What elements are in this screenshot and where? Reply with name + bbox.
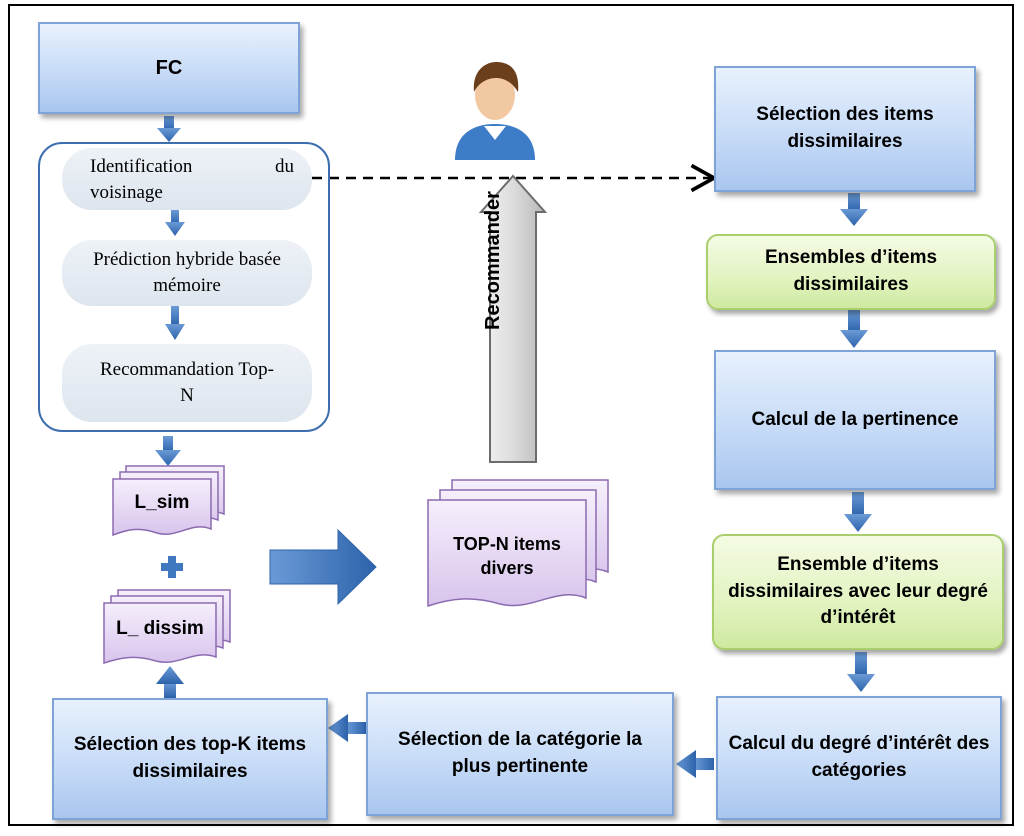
- ensembles-items-box: Ensembles d’items dissimilaires: [706, 234, 996, 310]
- arrow-identification-to-prediction: [165, 210, 185, 236]
- fc-label: FC: [155, 56, 183, 79]
- lsim-label: L_sim: [134, 492, 190, 513]
- identification-pill: Identification du voisinage: [62, 148, 312, 210]
- selection-topk-box: Sélection des top-K items dissimilaires: [52, 698, 328, 820]
- arrow-calcul-to-ensemble-interet: [844, 492, 872, 532]
- selection-items-box: Sélection des items dissimilaires: [714, 66, 976, 192]
- selection-categorie-box: Sélection de la catégorie la plus pertin…: [366, 692, 674, 816]
- arrow-selection-to-ensembles: [840, 193, 868, 226]
- calcul-pertinence-box: Calcul de la pertinence: [714, 350, 996, 490]
- arrow-degre-to-categorie: [676, 750, 714, 778]
- recommandation-pill: Recommandation Top-N: [62, 344, 312, 422]
- arrow-ensembles-to-calcul: [840, 310, 868, 348]
- lsim-document-stack: [112, 465, 225, 537]
- identification-word: Identification: [90, 156, 193, 177]
- recommander-arrow: [478, 174, 548, 463]
- ldissim-document-stack: [103, 589, 231, 665]
- identification-line1: Identification du: [90, 154, 294, 180]
- selection-items-label: Sélection des items dissimilaires: [756, 104, 934, 152]
- arrow-group-to-lsim: [155, 436, 181, 466]
- user-avatar-icon: [455, 62, 535, 160]
- fc-box: FC: [38, 22, 300, 114]
- calcul-pertinence-label: Calcul de la pertinence: [751, 409, 959, 430]
- arrow-fc-to-group: [157, 116, 181, 142]
- prediction-pill: Prédiction hybride basée mémoire: [62, 240, 312, 306]
- prediction-label: Prédiction hybride basée mémoire: [93, 249, 281, 296]
- ldissim-label: L_ dissim: [116, 618, 204, 639]
- big-right-arrow: [269, 528, 377, 606]
- du-word: du: [275, 156, 294, 177]
- calcul-degre-box: Calcul du degré d’intérêt des catégories: [716, 696, 1002, 820]
- voisinage-word: voisinage: [90, 181, 163, 203]
- arrow-categorie-to-topk: [328, 714, 366, 742]
- ensemble-interet-label: Ensemble d’items dissimilaires avec leur…: [728, 553, 988, 629]
- topn-document-stack: [427, 479, 609, 608]
- ensembles-items-label: Ensembles d’items dissimilaires: [764, 247, 938, 295]
- recommander-label: Recommander: [482, 191, 505, 330]
- recommandation-label: Recommandation Top-N: [99, 359, 275, 406]
- fc-process-group: [38, 142, 330, 432]
- selection-categorie-label: Sélection de la catégorie la plus pertin…: [398, 729, 642, 777]
- selection-topk-label: Sélection des top-K items dissimilaires: [73, 734, 317, 782]
- calcul-degre-label: Calcul du degré d’intérêt des catégories: [728, 733, 990, 781]
- arrow-prediction-to-recommandation: [165, 306, 185, 340]
- plus-icon: [161, 556, 183, 578]
- diagram-frame: [8, 4, 1014, 826]
- ensemble-interet-box: Ensemble d’items dissimilaires avec leur…: [712, 534, 1004, 650]
- arrow-topk-to-ldissim: [156, 666, 184, 698]
- topn-label: TOP-N items divers: [453, 534, 561, 579]
- arrow-ensemble-interet-to-degre: [847, 652, 875, 692]
